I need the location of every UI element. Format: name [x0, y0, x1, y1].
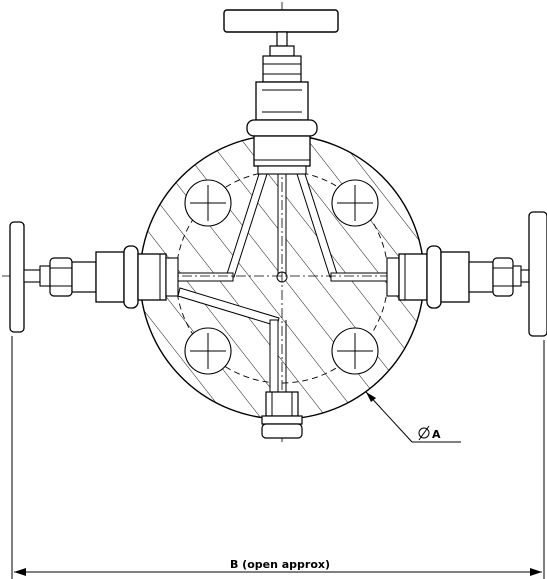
left-valve [9, 221, 179, 333]
width-label: B (open approx) [230, 558, 330, 571]
diameter-label: A [432, 428, 441, 441]
bottom-port [261, 391, 303, 439]
width-dimension: B (open approx) [11, 336, 545, 579]
diameter-symbol [418, 427, 430, 439]
bolt-holes [184, 179, 379, 375]
top-handle [223, 9, 339, 33]
top-valve [223, 9, 339, 175]
left-handle [9, 221, 25, 333]
internal-bores [177, 173, 388, 393]
right-handle [528, 211, 547, 337]
right-valve [386, 211, 547, 337]
diameter-callout: A [365, 391, 461, 443]
